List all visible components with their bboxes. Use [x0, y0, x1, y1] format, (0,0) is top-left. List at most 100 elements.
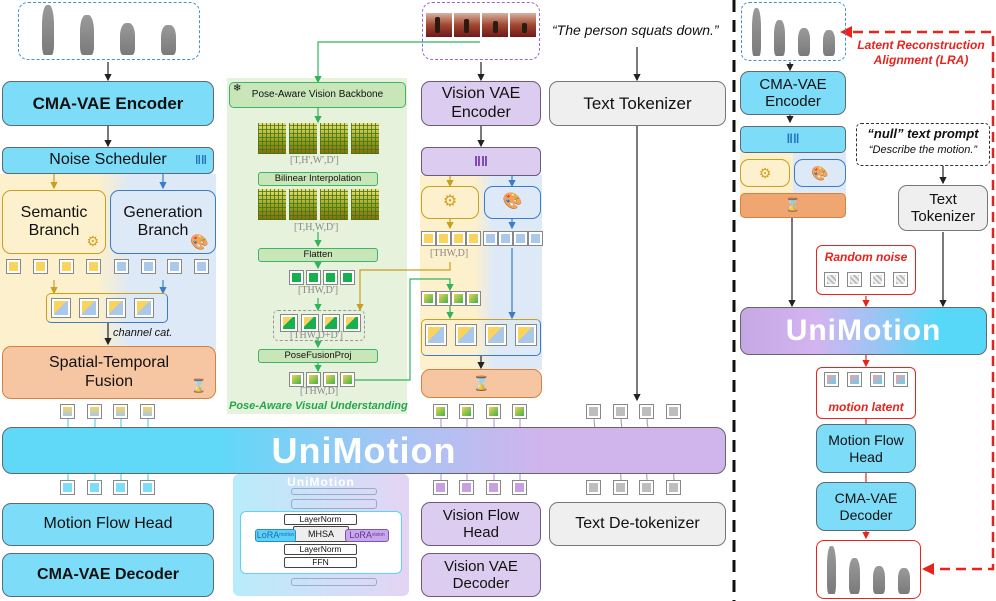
vision-generation-branch: 🎨	[484, 186, 541, 219]
random-noise-box: Random noise	[816, 245, 916, 295]
right-generation-branch: 🎨	[794, 159, 846, 187]
human-pose-figure	[80, 15, 94, 55]
video-frame	[482, 13, 508, 37]
lra-dashed-loop	[848, 30, 995, 571]
pose-panel-caption: Pose-Aware Visual Understanding	[229, 400, 408, 412]
feature-map	[289, 123, 317, 154]
null-prompt-box: “null” text prompt “Describe the motion.…	[856, 123, 990, 166]
vision-fused-token	[433, 404, 448, 419]
flatten-label: Flatten	[303, 248, 333, 260]
video-frame	[426, 13, 452, 37]
pose-fused-token	[451, 291, 466, 306]
semantic-token	[6, 259, 21, 274]
inset-title: UniMotion	[287, 475, 355, 489]
right-st-fusion: ⌛	[740, 193, 846, 218]
vision-vae-decoder-label: Vision VAE Decoder	[444, 557, 518, 592]
human-pose-figure	[897, 568, 910, 594]
right-motion-flow-head-label: Motion Flow Head	[828, 432, 904, 465]
text-output-token	[639, 480, 654, 495]
brain-head-icon: ⚙	[758, 164, 772, 181]
noise-scheduler-label: Noise Scheduler	[49, 151, 167, 169]
concat-token	[79, 298, 99, 318]
pose-fused-token	[466, 291, 481, 306]
lora-motion-label: LoRA	[256, 530, 280, 541]
human-pose-figure	[752, 8, 762, 56]
human-pose-figure	[797, 28, 810, 56]
right-cma-vae-encoder: CMA-VAE Encoder	[740, 71, 846, 115]
feature-map	[320, 189, 348, 220]
unimotion-title: UniMotion	[271, 429, 457, 471]
fused-motion-token	[60, 404, 75, 419]
layernorm-bottom: LayerNorm	[284, 544, 357, 555]
noise-token	[870, 272, 885, 287]
text-tokenizer: Text Tokenizer	[549, 81, 726, 126]
lora-motion-sub: motion	[279, 531, 295, 538]
ffn-label: FFN	[312, 556, 329, 567]
bilinear-interpolation: Bilinear Interpolation	[258, 172, 378, 186]
layernorm-top: LayerNorm	[284, 514, 357, 525]
dim-label-2: [T,H,W,D']	[294, 222, 339, 233]
backbone-label: Pose-Aware Vision Backbone	[251, 89, 384, 101]
semantic-branch: Semantic Branch⚙	[2, 190, 106, 254]
pose-concat-token	[322, 314, 340, 332]
bilinear-label: Bilinear Interpolation	[274, 172, 362, 184]
sliders-icon: ‖‖	[195, 153, 207, 167]
inset-block-ghost	[291, 578, 377, 586]
semantic-token	[86, 259, 101, 274]
mhsa: MHSA	[293, 526, 349, 542]
inset-block-ghost	[291, 488, 377, 495]
right-text-tokenizer-label: Text Tokenizer	[910, 190, 976, 225]
brain-head-icon: ⚙	[86, 232, 99, 249]
generation-token	[141, 259, 156, 274]
vision-dim-label: [THW,D]	[430, 248, 469, 259]
text-output-token	[586, 480, 601, 495]
vision-concat-token	[515, 324, 537, 346]
null-prompt-text: “Describe the motion.”	[868, 144, 978, 156]
text-token	[586, 404, 601, 419]
layernorm-label: LayerNorm	[299, 543, 342, 554]
vision-output-token	[512, 480, 527, 495]
feature-map	[258, 123, 286, 154]
palette-icon: 🎨	[190, 233, 209, 251]
vision-output-token	[459, 480, 474, 495]
arrow	[353, 278, 454, 381]
dim-label-3: [THW,D']	[298, 285, 339, 296]
arrow	[314, 41, 480, 84]
vision-generation-token	[528, 231, 543, 246]
pose-fusion-proj: PoseFusionProj	[258, 349, 378, 363]
fused-motion-token	[113, 404, 128, 419]
right-cma-vae-decoder: CMA-VAE Decoder	[816, 482, 916, 531]
human-pose-figure	[774, 20, 786, 56]
human-pose-figure	[161, 25, 176, 55]
lra-arrowhead-bottom	[922, 563, 934, 575]
text-token	[613, 404, 628, 419]
video-frame	[510, 13, 536, 37]
concat-feature-group	[273, 310, 365, 341]
feature-map	[351, 123, 379, 154]
right-motion-flow-head: Motion Flow Head	[816, 424, 916, 473]
concat-token	[134, 298, 154, 318]
vision-semantic-token	[436, 231, 451, 246]
motion-flow-head-label: Motion Flow Head	[43, 515, 173, 533]
vision-concat-token	[425, 324, 447, 346]
vision-generation-token	[498, 231, 513, 246]
vision-vae-encoder: Vision VAE Encoder	[421, 81, 541, 126]
right-unimotion: UniMotion	[740, 307, 987, 355]
hourglass-icon: ⌛	[472, 375, 491, 392]
text-token	[666, 404, 681, 419]
generation-branch-label: Generation Branch	[123, 203, 203, 239]
generation-token	[114, 259, 129, 274]
vision-semantic-branch: ⚙	[421, 186, 479, 219]
random-noise-label: Random noise	[824, 250, 908, 264]
cma-vae-encoder: CMA-VAE Encoder	[2, 81, 214, 126]
dim-label-5: [THW,D]	[300, 386, 339, 397]
dim-label-4: [THW,D+D']	[290, 330, 343, 341]
channel-cat-label: channel cat.	[113, 327, 173, 339]
st-fusion-label: Spatial-Temporal Fusion	[48, 354, 170, 390]
noise-scheduler: Noise Scheduler ‖‖	[2, 147, 214, 174]
human-pose-figure	[42, 5, 54, 55]
vision-concat-token	[485, 324, 507, 346]
pose-fused-token	[436, 291, 451, 306]
vision-fused-token	[512, 404, 527, 419]
